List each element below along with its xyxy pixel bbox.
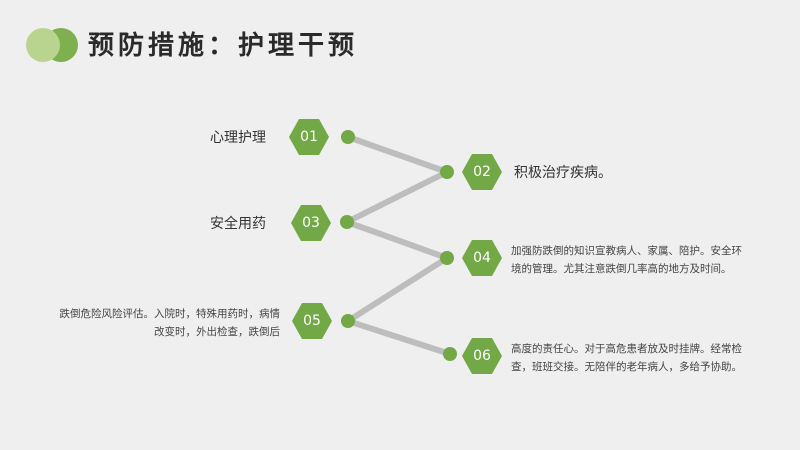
- connector-line: [345, 134, 450, 175]
- connector-dot: [340, 215, 354, 229]
- connector-line: [344, 169, 450, 225]
- connector-dot: [341, 130, 355, 144]
- step-01-label: 心理护理: [210, 130, 266, 146]
- connector-line: [344, 219, 450, 261]
- step-02-label: 积极治疗疾病。: [514, 165, 612, 181]
- connector-dot: [341, 314, 355, 328]
- connector-line: [345, 255, 450, 324]
- connector-dot: [443, 347, 457, 361]
- logo-circle-front: [26, 28, 60, 62]
- step-06-description: 高度的责任心。对于高危患者放及时挂牌。经常检查，班班交接。无陪伴的老年病人，多给…: [511, 343, 742, 373]
- connector-line: [345, 318, 453, 357]
- connector-dot: [440, 251, 454, 265]
- connector-dot: [440, 165, 454, 179]
- step-03-label: 安全用药: [210, 216, 266, 232]
- step-04-description: 加强防跌倒的知识宣教病人、家属、陪护。安全环境的管理。尤其注意跌倒几率高的地方及…: [511, 245, 742, 275]
- slide-title: 预防措施：护理干预: [88, 31, 359, 61]
- step-05-description: 跌倒危险风险评估。入院时，特殊用药时，病情改变时，外出检查，跌倒后: [59, 308, 281, 338]
